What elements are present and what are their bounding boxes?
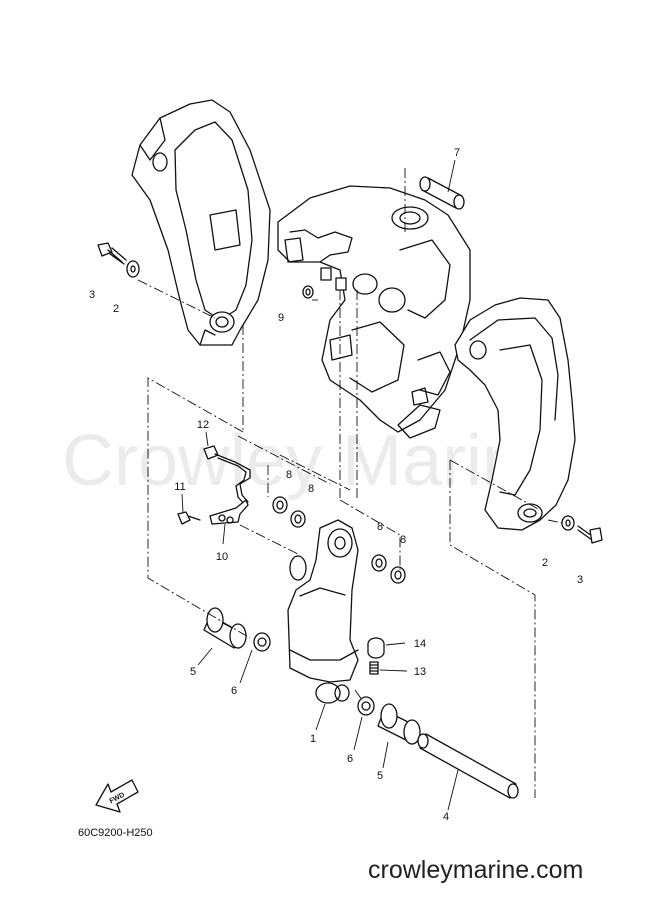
bushing-part-8-c (371, 554, 387, 572)
circlip-part-9 (302, 285, 314, 299)
callout-label: 6 (347, 753, 353, 765)
callout-label: 2 (113, 303, 119, 315)
diagram-code: 60C9200-H250 (78, 827, 153, 839)
callout-label: 5 (377, 770, 383, 782)
pin-part-7 (419, 159, 465, 210)
callout-label: 6 (231, 685, 237, 697)
sensor-part-12 (203, 431, 251, 505)
stopper-blocks (320, 267, 347, 291)
callout-label: 4 (443, 811, 449, 823)
callout-label: 3 (577, 574, 583, 586)
washer-part-6-left (239, 632, 271, 684)
callout-label: 12 (197, 419, 209, 431)
shaft-part-4 (417, 733, 519, 811)
callout-label: 13 (414, 666, 426, 678)
footer-url: crowleymarine.com (368, 856, 583, 884)
callout-label: 10 (216, 551, 228, 563)
right-clamp-bracket (454, 297, 576, 531)
callout-label: 3 (89, 289, 95, 301)
callout-label: 2 (542, 557, 548, 569)
bracket-part-10 (209, 499, 249, 545)
callout-label: 8 (286, 469, 292, 481)
watermark-text: Crowley Marine (62, 421, 562, 501)
callout-label: 11 (174, 481, 185, 493)
tilt-cylinder-part-1 (287, 519, 359, 731)
screw-part-11 (177, 493, 201, 525)
washer-part-6-right (353, 696, 375, 751)
bolt-part-3-left (97, 242, 127, 265)
swivel-bracket (277, 185, 471, 439)
washer-part-2-left (126, 260, 140, 278)
callout-label: 9 (278, 312, 284, 324)
left-clamp-bracket (131, 99, 271, 346)
callout-label: 7 (454, 147, 460, 159)
callout-label: 8 (377, 521, 383, 533)
callout-label: 14 (414, 638, 426, 650)
bushing-part-5-right (377, 703, 421, 769)
callout-label: 1 (310, 733, 316, 745)
bolt-part-3-right (577, 525, 603, 544)
fwd-arrow-icon: FWD (95, 779, 139, 813)
callout-label: 8 (400, 534, 406, 546)
collar-part-14 (367, 637, 406, 659)
screw-part-13 (369, 661, 408, 675)
callout-label: 5 (190, 666, 196, 678)
bushing-part-8-b (290, 510, 306, 528)
alignment-lines (137, 168, 563, 798)
bushing-part-5-left (197, 607, 247, 666)
callout-label: 8 (308, 483, 314, 495)
bushing-part-8-d (390, 566, 406, 584)
washer-part-2-right (561, 515, 575, 531)
bushing-part-8-a (272, 496, 288, 514)
